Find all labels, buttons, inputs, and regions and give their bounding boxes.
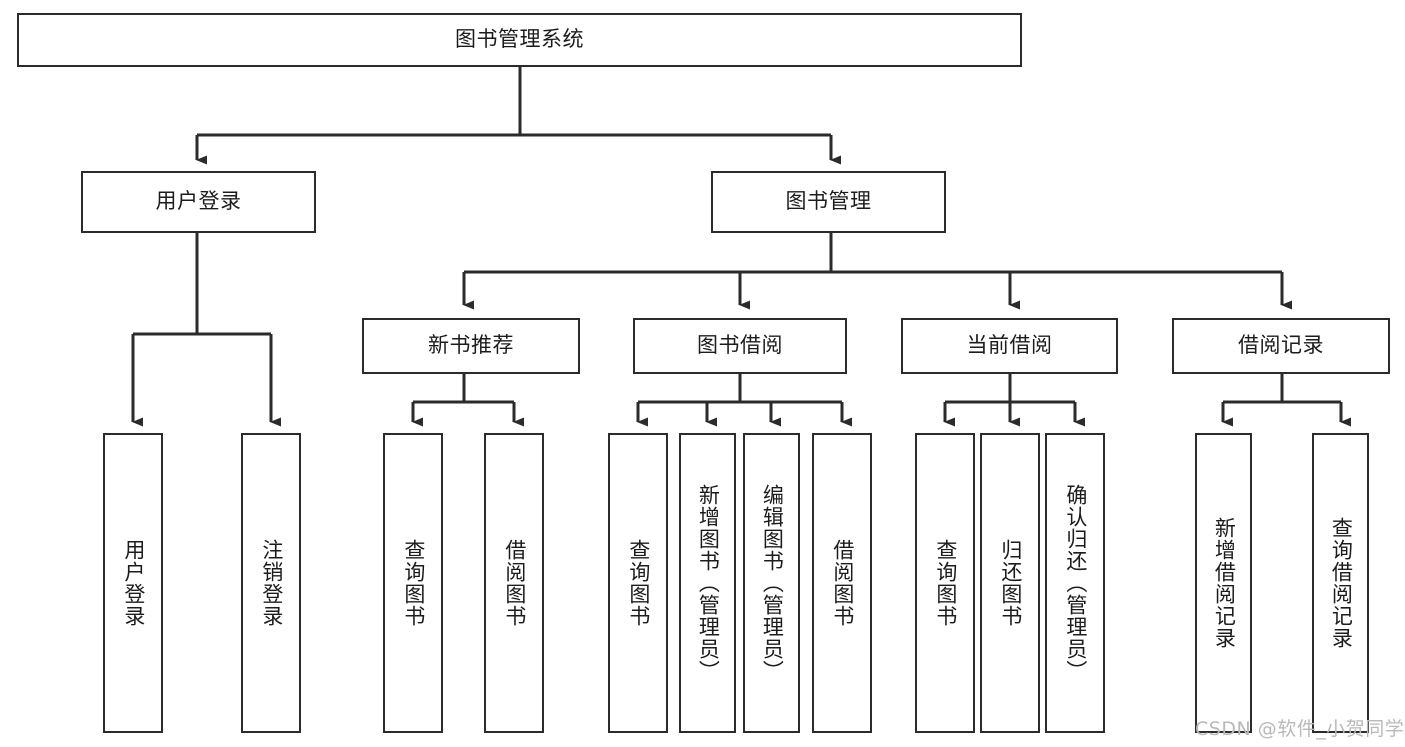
node-leaf-add-book-admin-label: 新增图书（管理员） [696,484,721,682]
node-book-management-label: 图书管理 [785,189,872,214]
node-leaf-borrow-book[interactable]: 借阅图书 [812,433,872,733]
node-leaf-confirm-return-admin[interactable]: 确认归还（管理员） [1045,433,1105,733]
node-leaf-query-book-borrow-label: 查询图书 [626,539,651,627]
node-user-login-label: 用户登录 [155,189,242,214]
node-leaf-add-borrow-record[interactable]: 新增借阅记录 [1195,433,1252,733]
node-leaf-logout-label: 注销登录 [259,539,284,627]
node-leaf-borrow-book-new[interactable]: 借阅图书 [484,433,544,733]
node-leaf-query-book-borrow[interactable]: 查询图书 [608,433,668,733]
node-root-system[interactable]: 图书管理系统 [17,13,1022,67]
node-book-borrow-label: 图书借阅 [697,333,783,358]
node-leaf-borrow-book-new-label: 借阅图书 [502,539,527,627]
node-new-book-recommend-label: 新书推荐 [428,333,514,358]
node-borrow-records[interactable]: 借阅记录 [1172,318,1390,374]
node-leaf-confirm-return-admin-label: 确认归还（管理员） [1063,484,1088,682]
node-leaf-logout[interactable]: 注销登录 [241,433,301,733]
node-leaf-edit-book-admin-label: 编辑图书（管理员） [760,484,785,682]
node-leaf-return-book[interactable]: 归还图书 [980,433,1040,733]
node-leaf-return-book-label: 归还图书 [998,539,1023,627]
node-leaf-user-login-label: 用户登录 [121,539,146,627]
node-leaf-edit-book-admin[interactable]: 编辑图书（管理员） [743,433,800,733]
node-leaf-add-book-admin[interactable]: 新增图书（管理员） [679,433,736,733]
node-leaf-query-book-current[interactable]: 查询图书 [915,433,975,733]
node-new-book-recommend[interactable]: 新书推荐 [362,318,580,374]
node-leaf-query-book-current-label: 查询图书 [933,539,958,627]
node-root-system-label: 图书管理系统 [455,27,584,52]
node-user-login[interactable]: 用户登录 [81,171,316,233]
node-book-borrow[interactable]: 图书借阅 [633,318,847,374]
node-leaf-query-book-new-label: 查询图书 [401,539,426,627]
node-leaf-add-borrow-record-label: 新增借阅记录 [1212,517,1237,649]
node-book-management[interactable]: 图书管理 [711,171,946,233]
node-current-borrow-label: 当前借阅 [966,333,1053,358]
node-leaf-user-login[interactable]: 用户登录 [103,433,163,733]
node-leaf-query-borrow-record-label: 查询借阅记录 [1329,517,1354,649]
node-leaf-query-book-new[interactable]: 查询图书 [383,433,443,733]
node-leaf-borrow-book-label: 借阅图书 [830,539,855,627]
node-current-borrow[interactable]: 当前借阅 [901,318,1118,374]
node-borrow-records-label: 借阅记录 [1238,333,1324,358]
node-leaf-query-borrow-record[interactable]: 查询借阅记录 [1312,433,1369,733]
